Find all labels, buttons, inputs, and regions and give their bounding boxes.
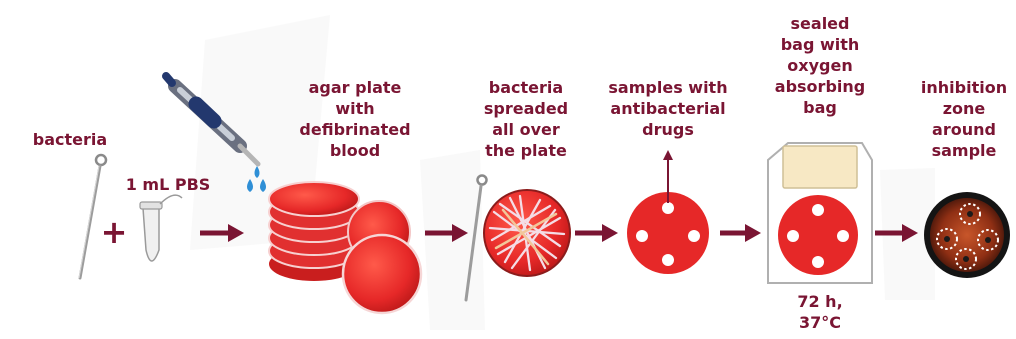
plus-sign: + bbox=[101, 213, 128, 251]
agar-plate-icon bbox=[343, 235, 421, 313]
tube-icon bbox=[140, 195, 182, 261]
arrow-3 bbox=[575, 224, 618, 242]
label-spread: bacteria spreaded all over the plate bbox=[471, 77, 581, 161]
arrow-4 bbox=[720, 224, 761, 242]
sealed-bag-icon bbox=[768, 143, 872, 283]
label-bacteria: bacteria bbox=[20, 129, 120, 150]
label-agar-plate: agar plate with defibrinated blood bbox=[290, 77, 420, 161]
sample-plate-icon bbox=[627, 192, 709, 274]
label-samples: samples with antibacterial drugs bbox=[594, 77, 742, 140]
inhibition-zone-plate-icon bbox=[924, 192, 1010, 278]
label-inhibition: inhibition zone around sample bbox=[912, 77, 1016, 161]
label-sealed-bag: sealed bag with oxygen absorbing bag bbox=[760, 13, 880, 118]
label-pbs: 1 mL PBS bbox=[118, 174, 218, 195]
label-incubation: 72 h, 37°C bbox=[765, 291, 875, 333]
streaked-plate-icon bbox=[484, 190, 570, 276]
